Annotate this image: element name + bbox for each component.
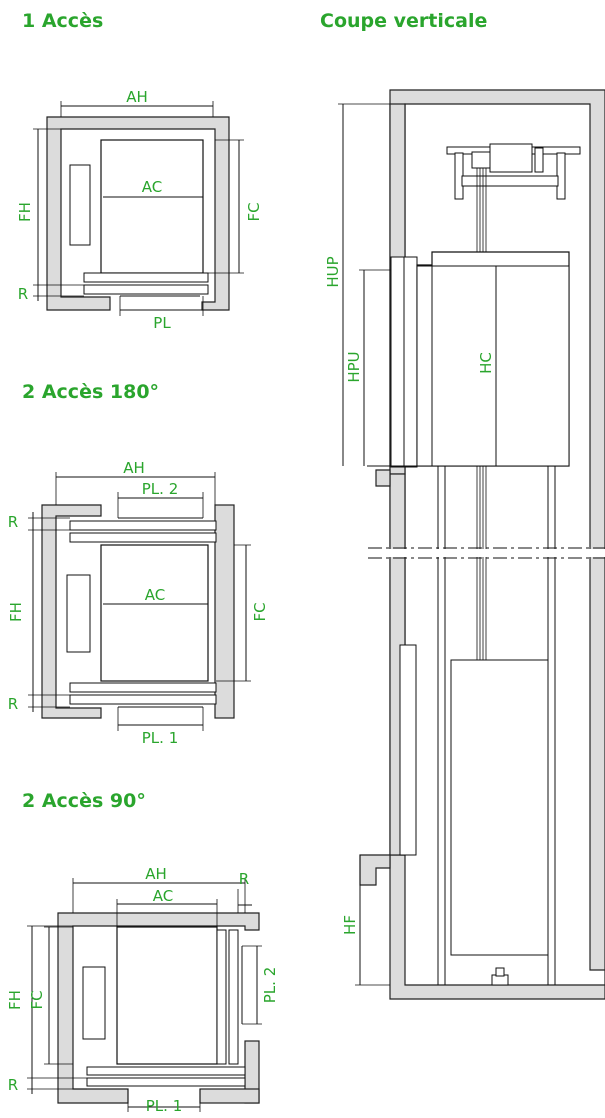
section-machine-block	[471, 151, 491, 169]
plan1-label-pl: PL	[153, 314, 171, 332]
heading-one-access: 1 Accès	[22, 10, 104, 32]
section-label-hf: HF	[341, 915, 359, 935]
plan2-landing-door-2	[69, 520, 217, 531]
plan-two-access-90: AH AC R FH FC PL. 2 R PL. 1	[6, 865, 279, 1115]
plan3-landing-door-1	[86, 1077, 246, 1087]
plan2-label-fh: FH	[7, 602, 25, 622]
plan3-label-pl1: PL. 1	[146, 1097, 182, 1115]
plan3-label-pl2: PL. 2	[261, 967, 279, 1003]
heading-two-access-180: 2 Accès 180°	[22, 381, 160, 403]
plan1-landing-door	[83, 284, 209, 295]
section-machine-frame	[461, 175, 559, 187]
plan3-cabin-door-2	[216, 929, 227, 1065]
plan2-label-ac: AC	[145, 586, 165, 604]
plan3-label-ah: AH	[145, 865, 167, 883]
plan1-cabin-door	[83, 272, 209, 283]
plan2-cabin-door-1	[69, 682, 217, 693]
section-slab-upper	[375, 469, 391, 487]
section-counterweight	[450, 659, 549, 956]
plan2-left-wall	[41, 504, 102, 719]
plan3-label-r-bottom: R	[8, 1076, 18, 1094]
plan-two-access-180: AH PL. 2 AC FH FC R R PL. 1	[7, 459, 269, 747]
plan3-label-fh: FH	[6, 990, 24, 1010]
plan1-label-fh: FH	[16, 202, 34, 222]
plan-one-access: AH AC FH FC R PL	[16, 88, 263, 332]
plan2-cabin	[100, 544, 209, 682]
section-label-hpu: HPU	[345, 351, 363, 382]
section-machine-brake	[534, 147, 544, 173]
plan3-cabin-door-1	[86, 1066, 246, 1076]
plan2-right-wall	[214, 504, 235, 719]
plan1-cabin	[100, 139, 204, 274]
plan2-label-fc: FC	[251, 602, 269, 621]
plan3-cabin	[116, 926, 218, 1065]
heading-vertical-section: Coupe verticale	[320, 10, 488, 32]
section-slab-lower	[359, 854, 391, 886]
plan2-label-ah: AH	[123, 459, 145, 477]
plan3-label-r-top: R	[239, 870, 249, 888]
plan3-bottom-wall-right	[199, 1088, 260, 1104]
section-break-gap	[368, 549, 605, 557]
plan1-label-ah: AH	[126, 88, 148, 106]
section-machine-motor	[489, 143, 533, 173]
section-cabin-body	[416, 265, 570, 467]
plan2-label-r-bottom: R	[8, 695, 18, 713]
section-lower-landing-door	[399, 644, 417, 856]
plan2-landing-door-1	[69, 694, 217, 705]
vertical-section: HUP HPU HC HF	[324, 89, 605, 1000]
plan3-cabin-panel	[82, 966, 106, 1040]
plan1-label-r: R	[18, 285, 28, 303]
plan2-cabin-panel	[66, 574, 91, 653]
section-buffer-top	[495, 967, 505, 977]
plan1-label-ac: AC	[142, 178, 162, 196]
section-label-hc: HC	[477, 352, 495, 374]
plan1-cabin-panel	[69, 164, 91, 246]
plan3-label-ac: AC	[153, 887, 173, 905]
heading-two-access-90: 2 Accès 90°	[22, 790, 146, 812]
plan1-label-fc: FC	[245, 202, 263, 221]
plan2-label-r-top: R	[8, 513, 18, 531]
plan2-cabin-door-2	[69, 532, 217, 543]
plan3-label-fc: FC	[28, 990, 46, 1009]
plan2-label-pl2: PL. 2	[142, 480, 178, 498]
plan2-label-pl1: PL. 1	[142, 729, 178, 747]
plan3-landing-door-2	[228, 929, 239, 1065]
section-label-hup: HUP	[324, 256, 342, 287]
plan1-shaft-wall	[46, 116, 230, 311]
